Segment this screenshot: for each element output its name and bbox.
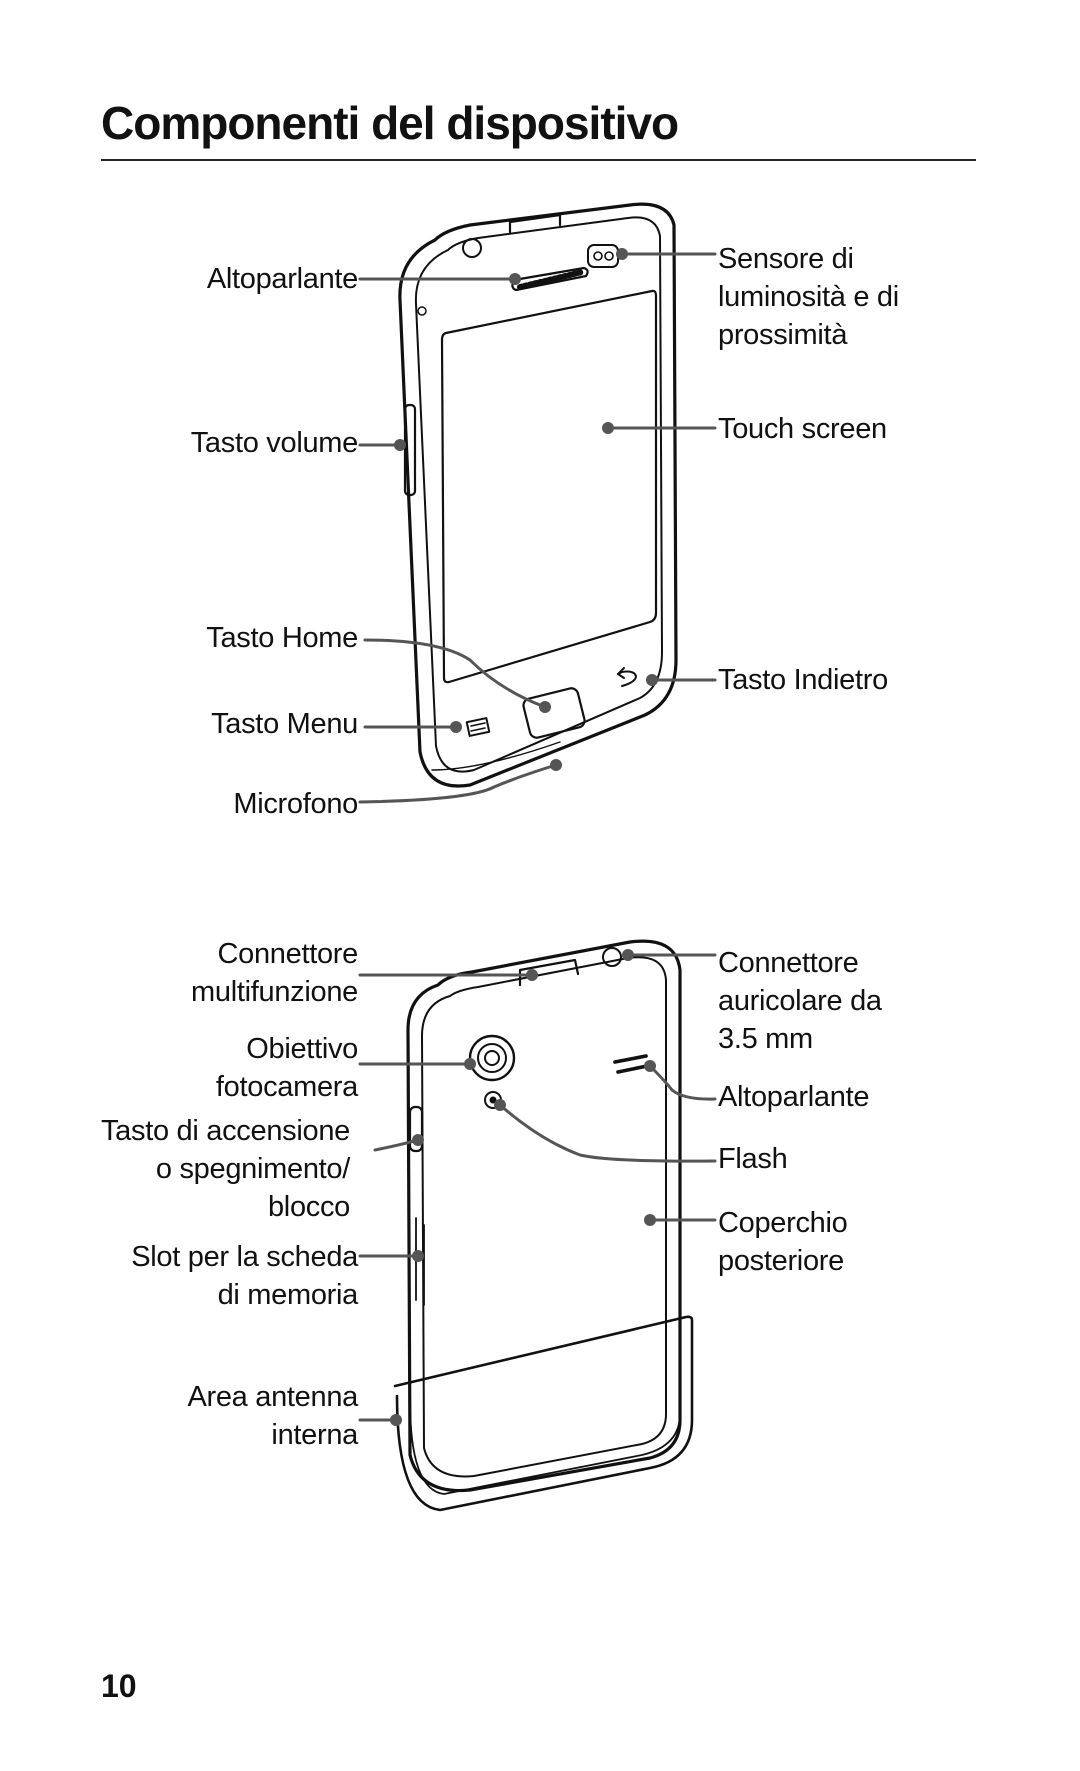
label-sensor-line1: Sensore di — [718, 243, 854, 275]
label-power-line1: Tasto di accensione — [100, 1115, 350, 1147]
label-multifunction-line2: multifunzione — [191, 976, 358, 1008]
label-multifunction-line1: Connettore — [217, 938, 359, 970]
title-rule — [101, 159, 976, 161]
earpiece-grille — [511, 266, 589, 292]
label-flash: Flash — [718, 1143, 788, 1175]
page-title: Componenti del dispositivo — [101, 97, 679, 149]
label-headset-line3: 3.5 mm — [718, 1023, 813, 1055]
label-power-line3: blocco — [267, 1191, 350, 1223]
back-phone-body — [406, 939, 682, 1493]
label-power-line2: o spegnimento/ — [155, 1153, 350, 1185]
rear-speaker-shape — [613, 1054, 649, 1074]
power-key-shape — [408, 1105, 424, 1153]
label-back-speaker: Altoparlante — [718, 1081, 870, 1113]
label-menu-key: Tasto Menu — [211, 708, 358, 740]
multifunction-connector-shape — [518, 958, 580, 987]
label-camera-line2: fotocamera — [215, 1071, 358, 1103]
label-antenna-line2: interna — [271, 1419, 358, 1451]
label-headset-line1: Connettore — [718, 947, 859, 979]
label-back-cover-line1: Coperchio — [718, 1207, 848, 1239]
label-home-key: Tasto Home — [206, 622, 358, 654]
front-phone-body — [398, 202, 678, 788]
label-headset-line2: auricolare da — [718, 985, 882, 1017]
label-back-key: Tasto Indietro — [718, 664, 888, 696]
label-camera-line1: Obiettivo — [246, 1033, 358, 1065]
label-card-slot-line2: di memoria — [217, 1279, 359, 1311]
label-card-slot-line1: Slot per la scheda — [131, 1241, 358, 1273]
front-top-jack — [462, 238, 482, 258]
label-front-speaker: Altoparlante — [206, 263, 358, 295]
touch-screen-shape — [440, 289, 658, 684]
home-key-shape — [522, 687, 586, 739]
label-volume-key: Tasto volume — [190, 427, 359, 459]
page-number: 10 — [101, 1668, 137, 1704]
label-touch-screen: Touch screen — [718, 413, 887, 445]
label-back-cover-line2: posteriore — [718, 1245, 844, 1277]
label-antenna-line1: Area antenna — [187, 1381, 358, 1413]
label-microphone: Microfono — [233, 788, 358, 820]
antenna-band-shape — [393, 1315, 694, 1512]
camera-lens-shape — [468, 1034, 516, 1082]
label-sensor-line2: luminosità e di — [718, 281, 899, 313]
headset-jack-shape — [602, 947, 622, 967]
label-sensor-line3: prossimità — [718, 319, 848, 351]
volume-key-shape — [403, 403, 417, 497]
